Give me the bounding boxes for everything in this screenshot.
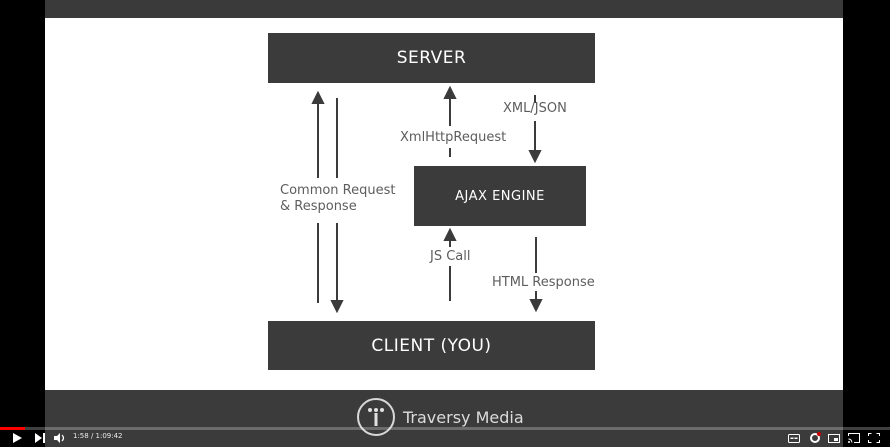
ajax-engine-label: AJAX ENGINE	[455, 188, 545, 204]
server-box: SERVER	[268, 33, 595, 83]
xml-json-label: XML/JSON	[503, 101, 567, 116]
fullscreen-icon	[868, 433, 880, 443]
traversy-logo	[357, 398, 395, 436]
brand: Traversy Media	[357, 398, 524, 436]
arrowhead-down	[528, 150, 542, 164]
miniplayer-icon	[828, 433, 840, 443]
slide: SERVER AJAX ENGINE CLIENT (YOU)	[45, 18, 843, 390]
arrowhead-up	[311, 90, 325, 104]
cast-button[interactable]	[847, 431, 861, 445]
settings-button[interactable]	[808, 431, 822, 445]
js-call-label: JS Call	[430, 249, 471, 264]
captions-icon	[788, 433, 800, 443]
fullscreen-button[interactable]	[867, 431, 881, 445]
arrowhead-up	[443, 85, 457, 99]
client-box: CLIENT (YOU)	[268, 321, 595, 370]
diagram-arrows	[311, 85, 543, 314]
arrowhead-down	[529, 299, 543, 313]
arrowhead-down	[330, 300, 344, 314]
player-controls: 1:58 / 1:09:42	[0, 427, 890, 447]
volume-button[interactable]	[53, 431, 67, 445]
play-icon	[13, 433, 22, 443]
captions-button[interactable]	[787, 431, 801, 445]
miniplayer-button[interactable]	[827, 431, 841, 445]
next-icon	[35, 433, 45, 443]
arrowhead-up	[443, 227, 457, 241]
xmlhttprequest-label: XmlHttpRequest	[400, 130, 507, 145]
brand-name: Traversy Media	[403, 407, 524, 427]
volume-icon	[54, 433, 65, 443]
common-request-label: Common Request & Response	[280, 183, 396, 214]
html-response-label: HTML Response	[492, 275, 595, 290]
ajax-engine-box: AJAX ENGINE	[414, 166, 586, 226]
next-button[interactable]	[33, 431, 47, 445]
time-display: 1:58 / 1:09:42	[73, 432, 123, 440]
logo-t-icon	[368, 408, 384, 426]
progress-fill	[0, 427, 25, 430]
brand-band	[45, 390, 843, 447]
progress-bar[interactable]	[0, 427, 890, 430]
play-button[interactable]	[10, 431, 24, 445]
cast-icon	[848, 433, 860, 443]
video-frame[interactable]: SERVER AJAX ENGINE CLIENT (YOU)	[45, 0, 843, 447]
settings-icon	[810, 432, 821, 443]
server-label: SERVER	[396, 48, 467, 68]
client-label: CLIENT (YOU)	[371, 335, 492, 356]
